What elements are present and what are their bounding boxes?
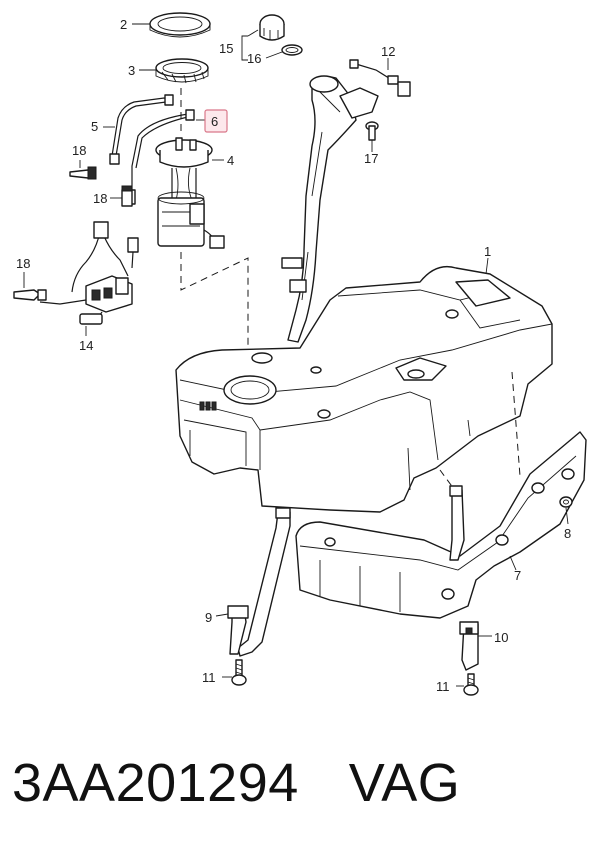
bracket-part-9: [227, 605, 249, 655]
callout-8: 8: [564, 526, 571, 541]
seal-ring-part-16: [281, 44, 303, 56]
tank-strap-left: [237, 507, 291, 657]
callout-18c: 18: [16, 256, 30, 271]
parts-diagram: 2 3 5 6 18 18: [13, 12, 587, 696]
fuel-pump-part-4: [155, 137, 225, 249]
tank-strap-right: [449, 485, 465, 561]
connector-part-18-lower: [13, 289, 47, 301]
brand: VAG: [348, 753, 461, 813]
bolt-part-11-right: [463, 673, 479, 696]
bracket-part-10: [459, 621, 479, 671]
callout-3: 3: [128, 63, 135, 78]
connector-part-18-middle: [121, 185, 133, 207]
bolt-part-11-left: [231, 659, 247, 686]
wiring-harness-part-14: [39, 221, 139, 325]
locking-ring-part-2: [149, 12, 211, 38]
callout-10: 10: [494, 630, 508, 645]
callout-11b: 11: [436, 679, 450, 694]
vent-sensor-part-12: [349, 59, 411, 97]
callout-9: 9: [205, 610, 212, 625]
seal-ring-part-3: [155, 58, 209, 84]
callout-11a: 11: [202, 670, 216, 685]
callout-14: 14: [79, 338, 93, 353]
part-number: 3AA201294: [12, 753, 299, 813]
callout-12: 12: [381, 44, 395, 59]
callout-18b: 18: [93, 191, 107, 206]
fuel-tank-part-1: [175, 265, 553, 513]
bolt-part-17: [365, 121, 379, 141]
filler-neck: [281, 75, 379, 343]
caption: 3AA201294 VAG: [12, 748, 592, 818]
callout-5: 5: [91, 119, 98, 134]
callout-15: 15: [219, 41, 233, 56]
callout-6: 6: [211, 114, 218, 129]
highlight-box-6: [204, 109, 228, 133]
fuel-line-part-5: [109, 94, 174, 165]
nut-part-8: [559, 496, 573, 508]
callout-7: 7: [514, 568, 521, 583]
callout-18a: 18: [72, 143, 86, 158]
connector-part-18-upper: [69, 166, 97, 180]
callout-16: 16: [247, 51, 261, 66]
filler-cap-part-15: [259, 14, 285, 41]
callout-4: 4: [227, 153, 234, 168]
callout-1: 1: [484, 244, 491, 259]
heat-shield-part-7: [295, 431, 587, 619]
callout-17: 17: [364, 151, 378, 166]
callout-2: 2: [120, 17, 127, 32]
